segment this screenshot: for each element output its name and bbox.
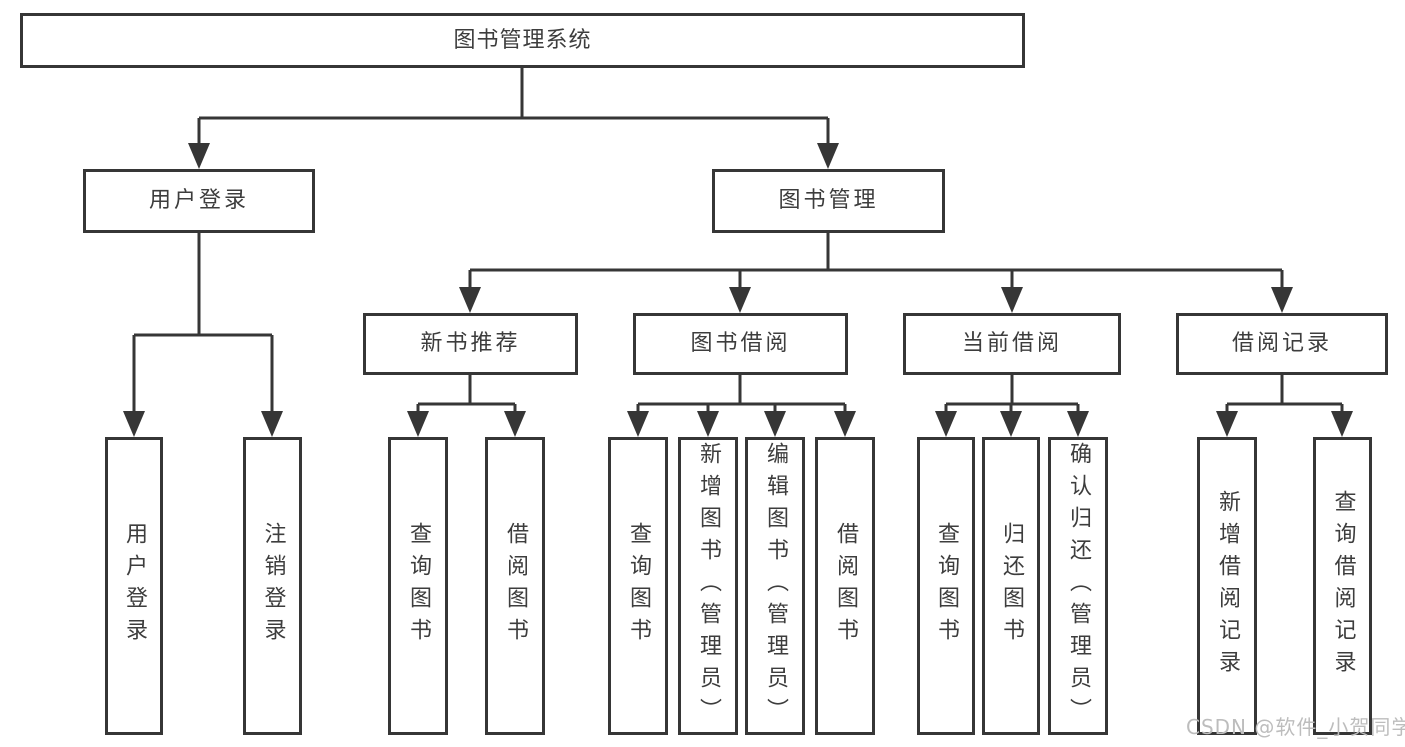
connector-record-children [1225,375,1344,415]
node-label: 编辑图书（管理员） [763,442,788,730]
node-current-borrow: 当前借阅 [903,313,1121,375]
node-label: 借阅图书 [503,522,528,650]
node-new-book-recommend: 新书推荐 [363,313,578,375]
leaf-borrow-books-1: 借阅图书 [485,437,545,735]
node-label: 图书管理系统 [453,27,592,53]
leaf-query-books-3: 查询图书 [917,437,975,735]
node-label: 新增图书（管理员） [696,442,721,730]
leaf-add-borrow-record: 新增借阅记录 [1197,437,1257,735]
node-book-management: 图书管理 [712,169,945,233]
leaf-query-books-2: 查询图书 [608,437,668,735]
node-label: 查询借阅记录 [1330,490,1356,682]
leaf-return-books: 归还图书 [982,437,1040,735]
leaf-edit-books-admin: 编辑图书（管理员） [745,437,805,735]
node-label: 归还图书 [999,522,1024,650]
node-label: 新书推荐 [420,331,521,356]
connector-bookmgmt-to-level3 [468,233,1284,291]
leaf-confirm-return-admin: 确认归还（管理员） [1048,437,1108,735]
node-label: 借阅图书 [833,522,858,650]
node-label: 新增借阅记录 [1215,490,1240,682]
connector-userlogin-children [132,233,274,415]
node-label: 用户登录 [148,188,249,213]
connector-borrow-children [636,375,847,415]
leaf-query-books-1: 查询图书 [388,437,448,735]
node-library-system: 图书管理系统 [20,13,1025,68]
node-book-borrow: 图书借阅 [633,313,848,375]
node-borrow-record: 借阅记录 [1176,313,1388,375]
node-label: 图书管理 [778,188,879,213]
connector-root-to-level2 [197,68,830,147]
node-label: 用户登录 [122,522,147,650]
node-label: 借阅记录 [1231,331,1332,356]
node-label: 查询图书 [626,522,651,650]
node-label: 注销登录 [260,522,286,650]
node-label: 查询图书 [934,522,959,650]
watermark: CSDN @软件_小贺同学 [1186,715,1405,739]
connector-newbook-children [416,375,517,415]
leaf-borrow-books-2: 借阅图书 [815,437,875,735]
node-label: 查询图书 [406,522,431,650]
node-user-login: 用户登录 [83,169,315,233]
connector-current-children [944,375,1080,415]
leaf-add-books-admin: 新增图书（管理员） [678,437,738,735]
leaf-user-login: 用户登录 [105,437,163,735]
node-label: 当前借阅 [961,331,1062,356]
leaf-logout: 注销登录 [243,437,302,735]
leaf-query-borrow-record: 查询借阅记录 [1313,437,1372,735]
node-label: 图书借阅 [690,331,791,356]
node-label: 确认归还（管理员） [1066,442,1091,730]
